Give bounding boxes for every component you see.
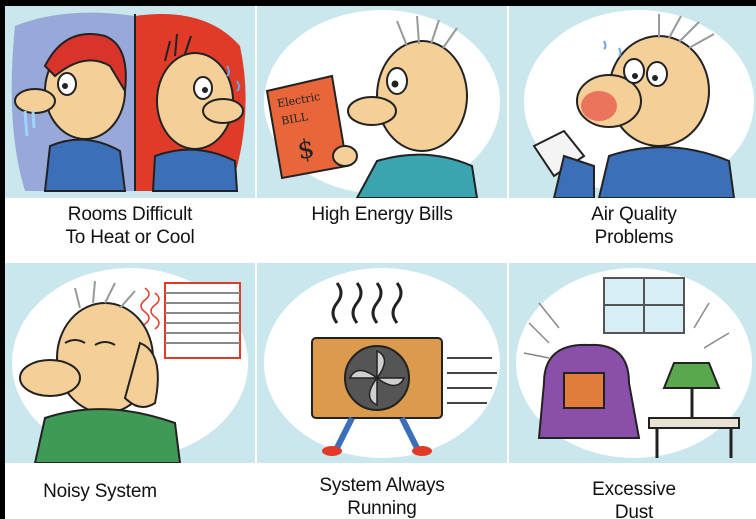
caption-high-energy-bills: High Energy Bills <box>311 204 453 225</box>
bill-dollar: $ <box>295 134 317 166</box>
noisy-system-man-illustration <box>12 268 248 463</box>
tile-high-energy-bills: Electric BILL $ <box>257 6 507 198</box>
cold-hot-man-illustration <box>11 12 246 192</box>
caption-excessive-dust: Excessive Dust <box>592 479 676 519</box>
caption-noisy-system: Noisy System <box>43 481 157 502</box>
caption-system-running: System Always Running <box>319 475 445 519</box>
energy-bill-man-illustration: Electric BILL $ <box>264 10 500 198</box>
tile-rooms-difficult <box>5 6 255 198</box>
bill-line2: BILL <box>280 110 310 128</box>
tile-air-quality <box>509 6 756 198</box>
caption-rooms-difficult: Rooms Difficult To Heat or Cool <box>65 204 195 248</box>
caption-air-quality: Air Quality Problems <box>591 204 677 248</box>
tile-noisy-system <box>5 263 255 463</box>
tile-excessive-dust <box>509 263 756 463</box>
running-fan-illustration <box>264 268 500 458</box>
dusty-room-illustration <box>516 268 752 458</box>
hvac-problems-poster: Electric BILL $ <box>5 6 756 519</box>
tile-system-running <box>257 263 507 463</box>
sneezing-man-illustration <box>524 10 754 198</box>
